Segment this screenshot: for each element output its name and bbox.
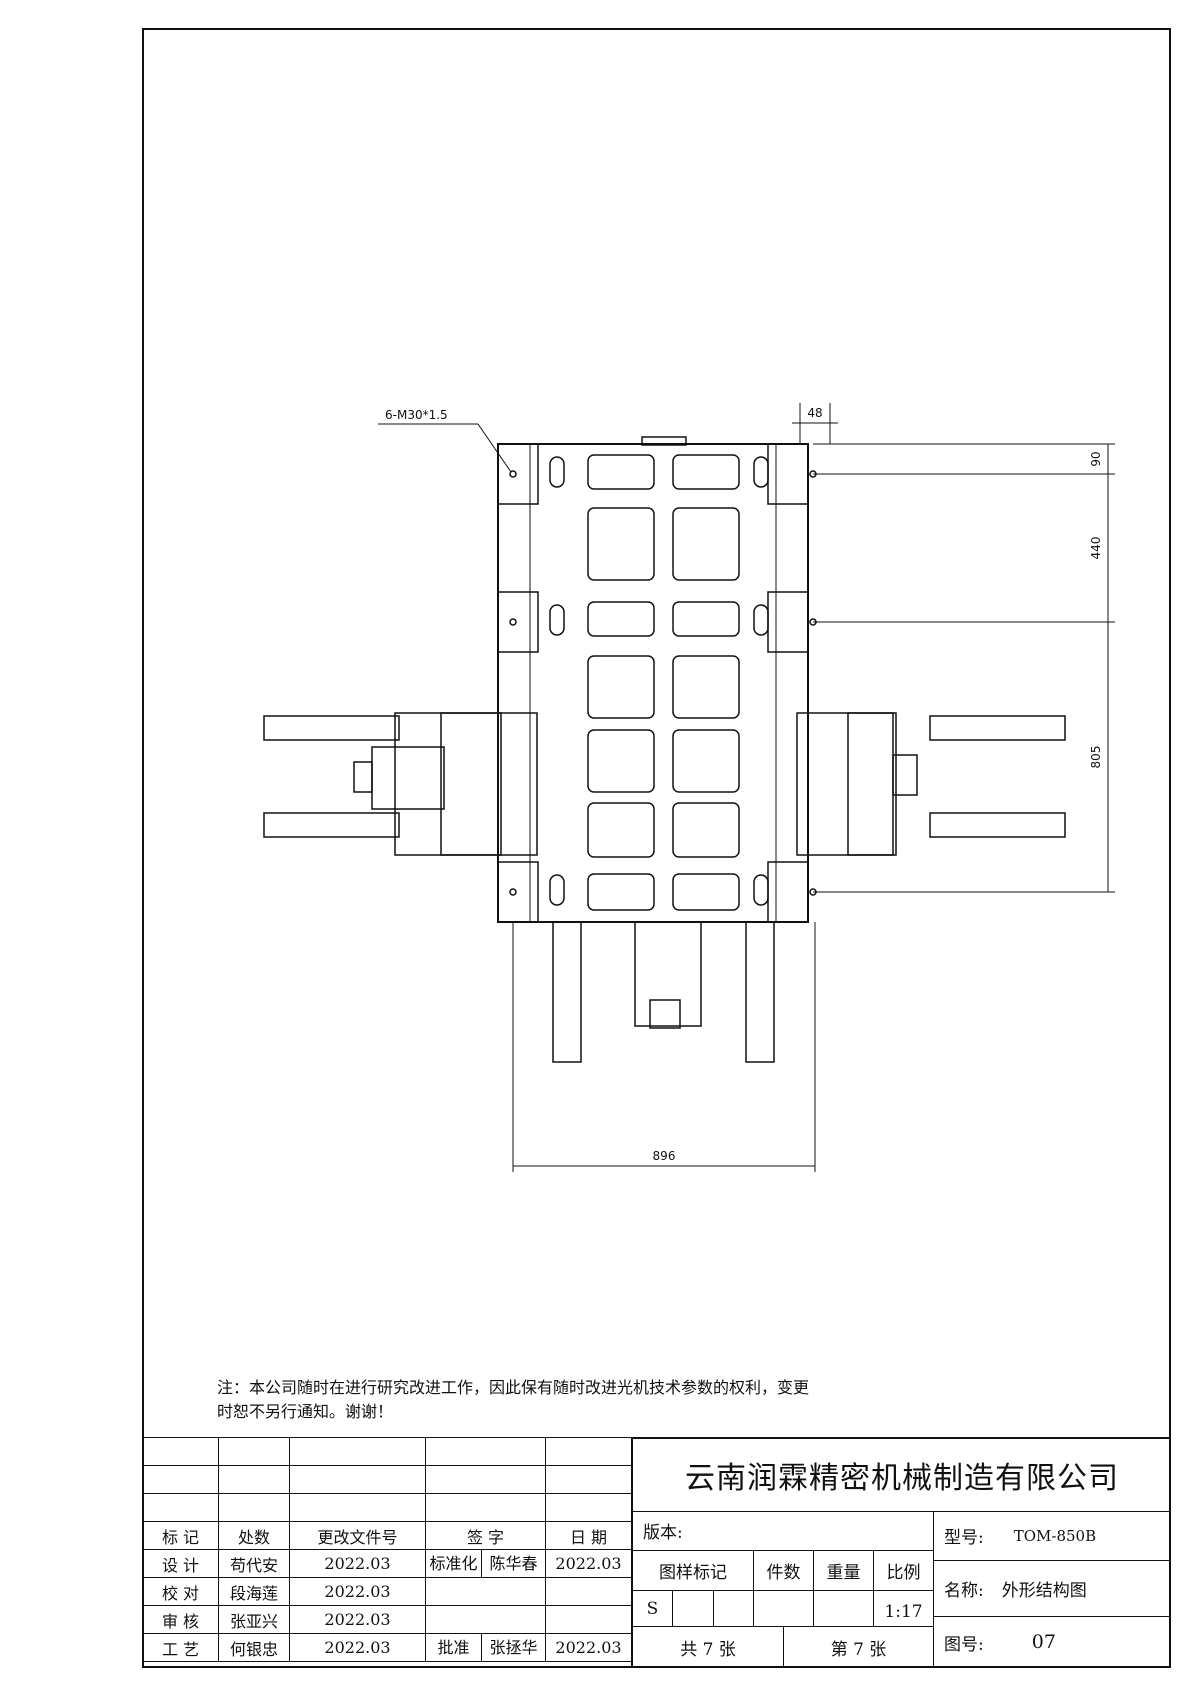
total-sheets: 共 7 张: [633, 1627, 784, 1668]
weight-value: [814, 1591, 874, 1627]
quantity-value: [754, 1591, 814, 1627]
name-review: 张亚兴: [218, 1605, 290, 1634]
date-review: 2022.03: [289, 1605, 426, 1634]
drawing-no-cell: 图号: 07: [934, 1617, 1171, 1668]
role-check: 校 对: [142, 1577, 219, 1606]
dim-right-bottom-label: 805: [1089, 746, 1103, 769]
name-standardization: 陈华春: [489, 1554, 538, 1573]
version-label: 版本:: [643, 1523, 683, 1543]
corner-block: [767, 591, 809, 653]
version-cell: 版本:: [633, 1511, 934, 1551]
sheet-number: 第 7 张: [784, 1627, 934, 1668]
scale-header: 比例: [874, 1551, 934, 1591]
dim-right-mid-label: 440: [1089, 537, 1103, 560]
model-value: TOM-850B: [1013, 1526, 1097, 1545]
dim-right-top-label: 90: [1089, 451, 1103, 466]
header-count: 处数: [218, 1521, 290, 1550]
date-check: 2022.03: [289, 1577, 426, 1606]
sample-mark-header: 图样标记: [633, 1551, 754, 1591]
header-mark: 标 记: [142, 1521, 219, 1550]
name-value: 外形结构图: [1001, 1581, 1087, 1601]
title-block: 云南润霖精密机械制造有限公司 版本: 型号: TOM-850B 图样标记 件数 …: [631, 1437, 1171, 1668]
header-change-doc: 更改文件号: [289, 1521, 426, 1550]
date-process: 2022.03: [289, 1633, 426, 1662]
scale-value: 1:17: [874, 1591, 934, 1627]
weight-header: 重量: [814, 1551, 874, 1591]
name-cell: 名称: 外形结构图: [934, 1561, 1171, 1617]
date-approve: 2022.03: [545, 1633, 632, 1662]
corner-block: [767, 443, 809, 505]
note-line-2: 时恕不另行通知。谢谢！: [217, 1402, 394, 1421]
model-label: 型号:: [944, 1528, 984, 1548]
role-approve: 批准: [427, 1634, 482, 1661]
role-review: 审 核: [142, 1605, 219, 1634]
name-check: 段海莲: [218, 1577, 290, 1606]
drawing-no-label: 图号:: [944, 1634, 984, 1655]
model-cell: 型号: TOM-850B: [934, 1511, 1171, 1561]
sample-mark-blank: [714, 1591, 754, 1627]
sample-mark-value: S: [633, 1591, 673, 1627]
name-approve: 张拯华: [489, 1638, 538, 1657]
date-standardization: 2022.03: [545, 1549, 632, 1578]
note-line-1: 注：本公司随时在进行研究改进工作，因此保有随时改进光机技术参数的权利，变更: [217, 1378, 810, 1397]
dim-top-label: 48: [807, 406, 822, 420]
name-process: 何银忠: [218, 1633, 290, 1662]
header-date: 日 期: [545, 1521, 632, 1550]
revision-table: 标 记 处数 更改文件号 签 字 日 期 设 计 苟代安 2022.03 标准化…: [142, 1437, 632, 1662]
thread-label: 6-M30*1.5: [385, 408, 448, 422]
quantity-header: 件数: [754, 1551, 814, 1591]
sample-mark-blank: [673, 1591, 714, 1627]
main-plate: [497, 443, 809, 923]
role-design: 设 计: [142, 1549, 219, 1578]
name-design: 苟代安: [218, 1549, 290, 1578]
corner-block: [497, 591, 539, 653]
corner-block: [497, 861, 539, 923]
drawing-no-value: 07: [1031, 1631, 1056, 1653]
corner-block: [767, 861, 809, 923]
header-sign: 签 字: [425, 1521, 546, 1550]
date-design: 2022.03: [289, 1549, 426, 1578]
dim-bottom-label: 896: [653, 1149, 676, 1163]
role-process: 工 艺: [142, 1633, 219, 1662]
name-label: 名称:: [944, 1581, 984, 1601]
role-standardization: 标准化: [427, 1550, 482, 1577]
corner-block: [497, 443, 539, 505]
company-name: 云南润霖精密机械制造有限公司: [633, 1439, 1171, 1512]
